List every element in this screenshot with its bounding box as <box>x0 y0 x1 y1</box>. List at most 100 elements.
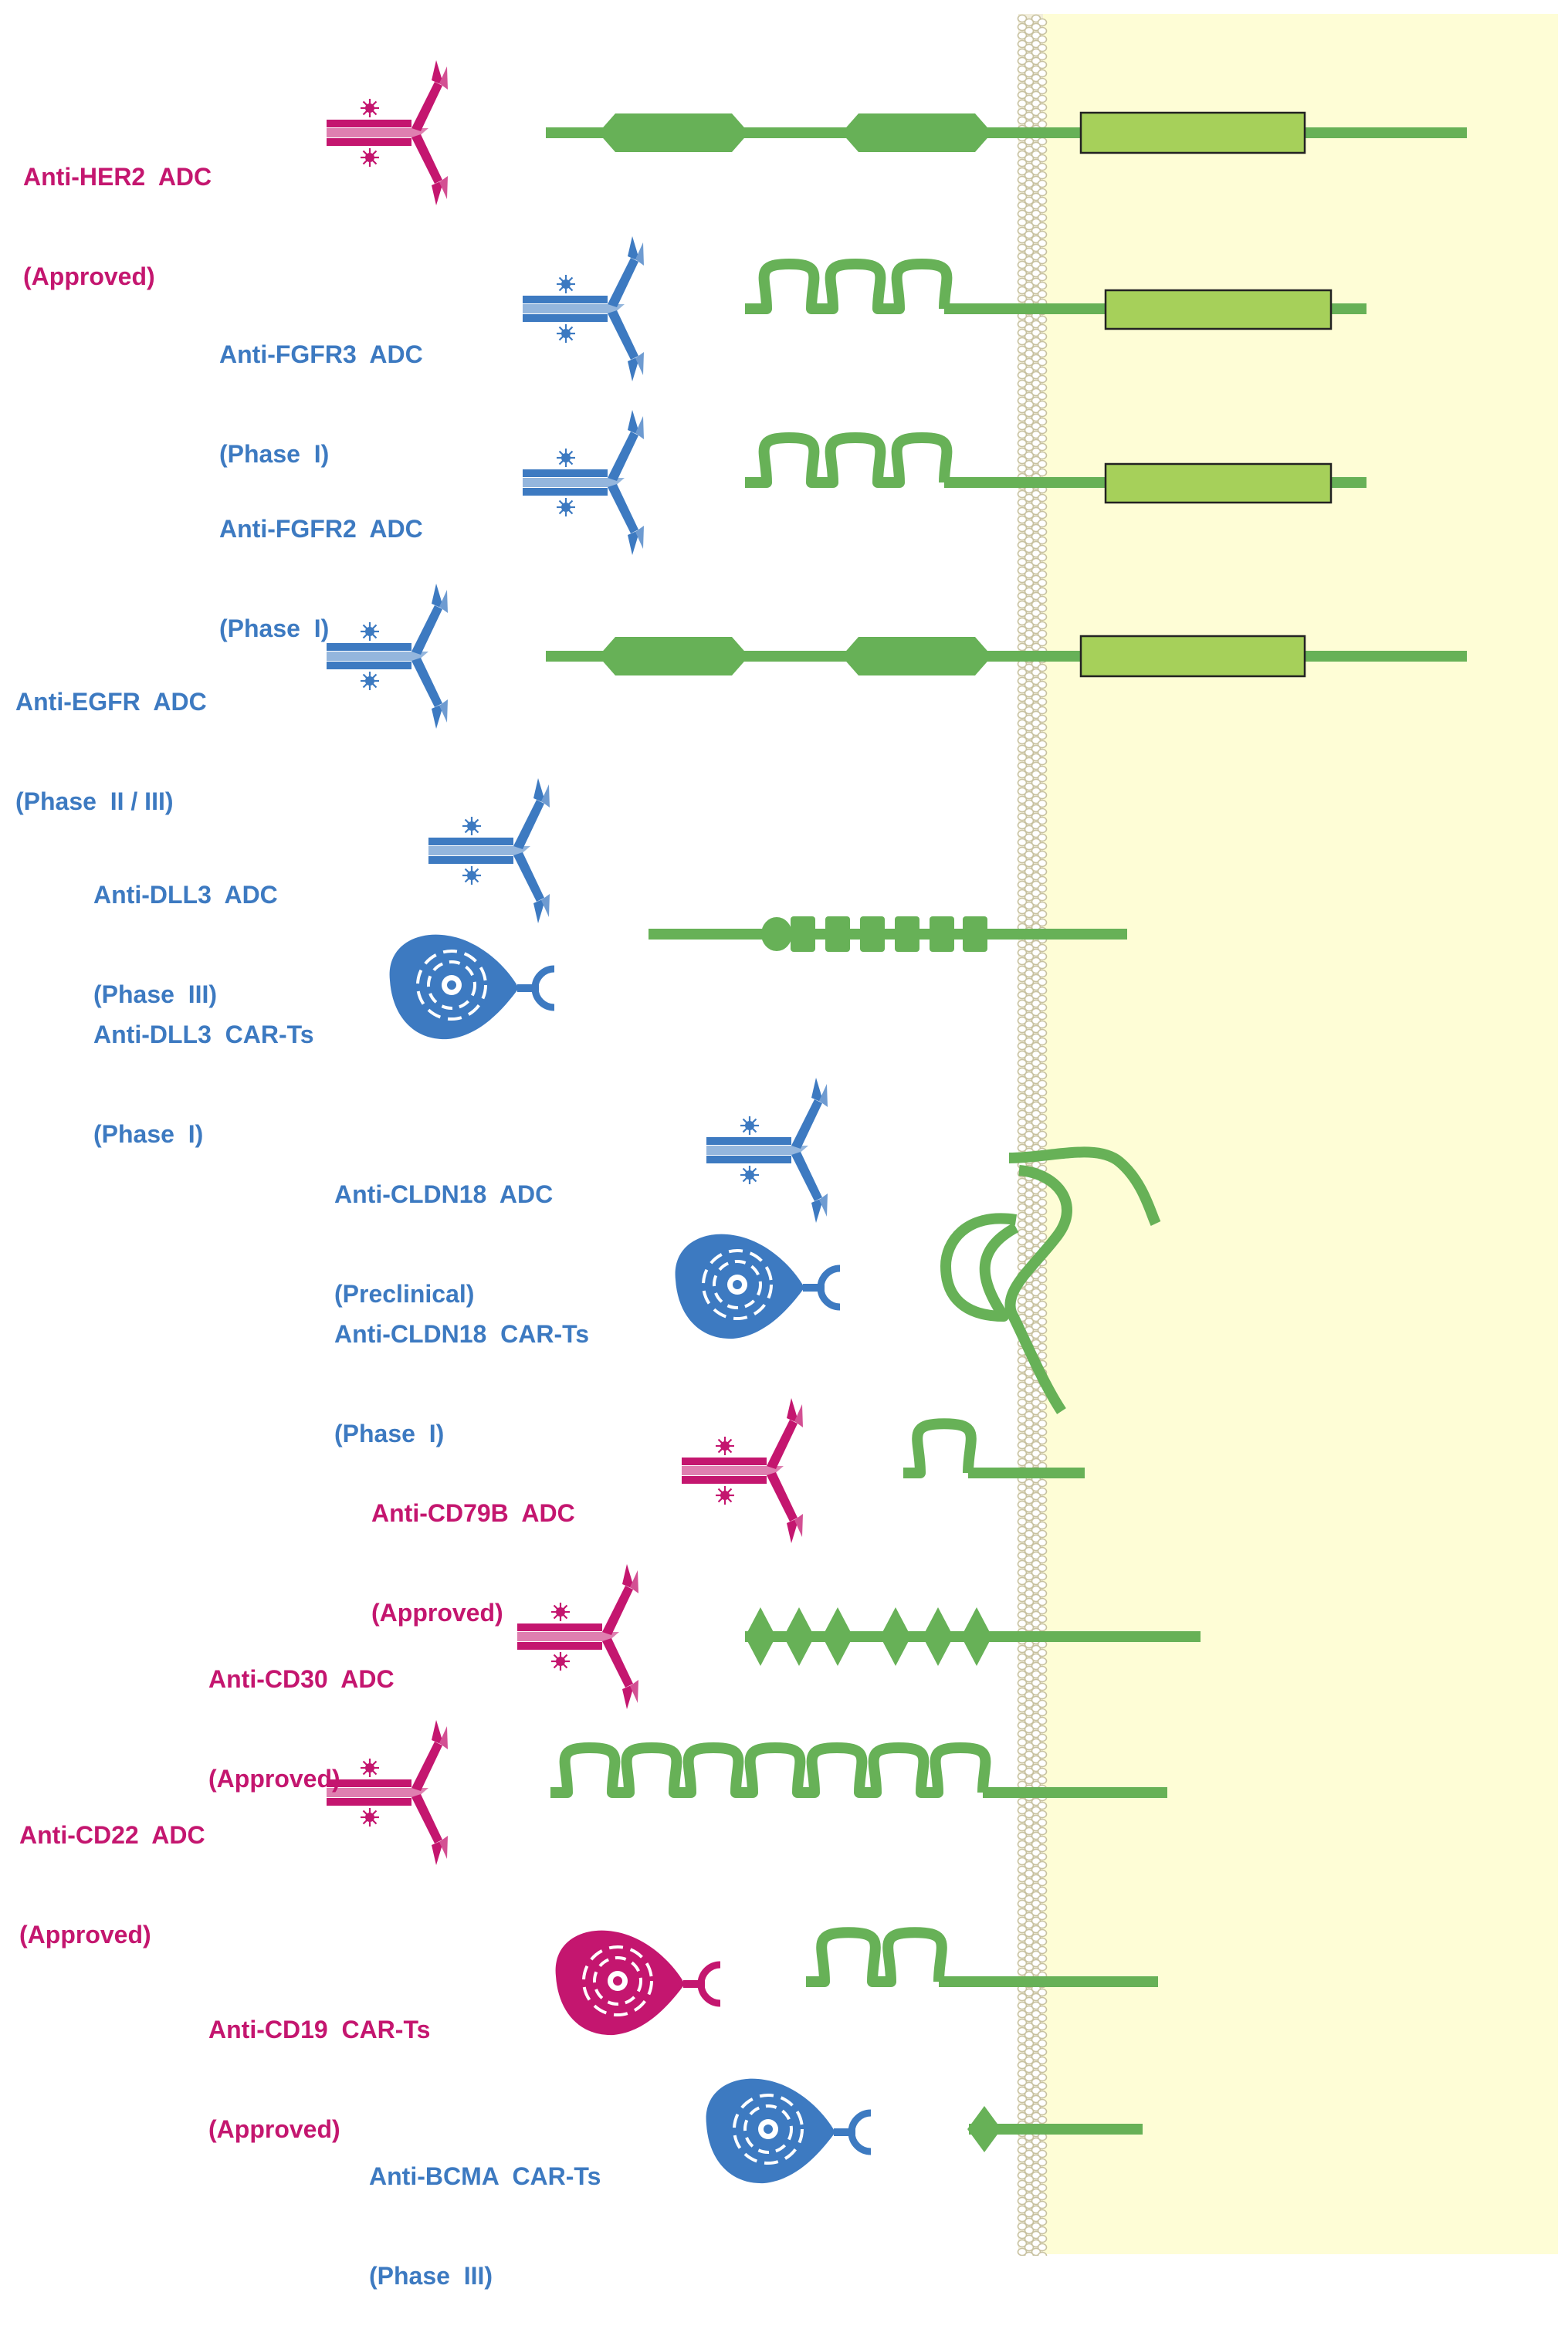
lipid-head <box>1017 1245 1028 1254</box>
lipid-head <box>1024 111 1035 120</box>
payload-ray <box>562 1613 568 1620</box>
therapy-stage: (Approved) <box>19 1921 151 1948</box>
lipid-head <box>1037 612 1048 621</box>
lipid-head <box>1017 260 1028 269</box>
payload-ray <box>567 450 574 456</box>
lipid-head <box>1024 2056 1035 2065</box>
antigen-egfr <box>546 635 1467 678</box>
payload-star <box>745 1170 754 1180</box>
lipid-head <box>1017 1823 1028 1832</box>
lipid-head <box>1024 1580 1035 1590</box>
lipid-head <box>1037 247 1048 256</box>
lipid-head <box>1037 1597 1048 1607</box>
lipid-head <box>1024 502 1035 511</box>
lipid-head <box>1037 332 1048 341</box>
lipid-head <box>1037 570 1048 579</box>
antibody-hinge <box>767 1466 784 1475</box>
car-t-nucleus-ring <box>427 960 476 1010</box>
lipid-head <box>1037 850 1048 859</box>
lipid-head <box>1017 761 1028 770</box>
antibody-fab-arm <box>411 658 442 707</box>
lipid-head <box>1037 1614 1048 1623</box>
lipid-head <box>1037 213 1048 222</box>
therapy-name: Anti-FGFR3 ADC <box>219 340 423 368</box>
payload-star <box>467 871 476 880</box>
antibody-heavy-chain <box>517 1642 602 1650</box>
lipid-head <box>1037 357 1048 367</box>
lipid-head <box>1017 1109 1028 1119</box>
lipid-head <box>1017 608 1028 618</box>
lipid-head <box>1037 587 1048 596</box>
payload-ray <box>567 499 574 506</box>
lipid-head <box>1024 1122 1035 1131</box>
therapy-stage: (Phase I) <box>219 440 330 468</box>
lipid-head <box>1024 1699 1035 1708</box>
lipid-head <box>1017 1390 1028 1399</box>
lipid-head <box>1017 685 1028 694</box>
lipid-head <box>1017 1891 1028 1900</box>
lipid-head <box>1017 1916 1028 1925</box>
lipid-head <box>1037 1674 1048 1683</box>
lipid-head <box>1037 1920 1048 1929</box>
lipid-head <box>1024 757 1035 766</box>
adc-anti-egfr <box>327 584 448 729</box>
lipid-head <box>1017 872 1028 881</box>
lipid-head <box>1017 1364 1028 1373</box>
lipid-head <box>1017 1585 1028 1594</box>
lipid-head <box>1037 103 1048 112</box>
lipid-head <box>1037 892 1048 902</box>
lipid-head <box>1024 1572 1035 1581</box>
lipid-head <box>1024 1419 1035 1428</box>
payload-ray <box>751 1118 757 1124</box>
lipid-head <box>1017 73 1028 83</box>
lipid-head <box>1024 43 1035 52</box>
lipid-head <box>1017 252 1028 261</box>
lipid-head <box>1024 1750 1035 1759</box>
lipid-head <box>1037 2200 1048 2209</box>
antigen-fgfr3 <box>745 259 1366 330</box>
extracellular-domain <box>842 637 992 675</box>
lipid-head <box>1037 663 1048 672</box>
lipid-head <box>1017 1075 1028 1085</box>
lipid-head <box>1017 1441 1028 1450</box>
lipid-head <box>1037 1207 1048 1216</box>
lipid-head <box>1017 396 1028 405</box>
lipid-head <box>1017 14 1028 23</box>
lipid-head <box>1024 1504 1035 1513</box>
lipid-head <box>1017 1942 1028 1951</box>
lipid-head <box>1024 1962 1035 1972</box>
lipid-head <box>1037 171 1048 180</box>
lipid-head <box>1017 2111 1028 2121</box>
lipid-head <box>1017 990 1028 1000</box>
lipid-head <box>1017 889 1028 898</box>
antibody-fab-arm <box>608 310 638 360</box>
lipid-head <box>1024 1487 1035 1496</box>
lipid-head <box>1017 1653 1028 1662</box>
payload-star <box>561 329 571 338</box>
lipid-head <box>1017 1746 1028 1756</box>
lipid-head <box>1017 1959 1028 1968</box>
lipid-head <box>1037 714 1048 723</box>
car-t-nucleus-ring <box>593 1956 642 2006</box>
lipid-head <box>1024 247 1035 256</box>
lipid-head <box>1037 960 1048 970</box>
lipid-head <box>1024 1190 1035 1199</box>
lipid-head <box>1037 1062 1048 1072</box>
lipid-head <box>1017 1237 1028 1246</box>
lipid-head <box>1017 277 1028 286</box>
lipid-head <box>1037 408 1048 418</box>
payload-ray <box>553 1654 559 1660</box>
lipid-head <box>1037 400 1048 409</box>
lipid-head <box>1024 833 1035 842</box>
lipid-head <box>1037 502 1048 511</box>
lipid-head <box>1024 1249 1035 1258</box>
lipid-head <box>1024 2047 1035 2057</box>
antibody-fab-tip <box>541 894 550 917</box>
lipid-head <box>1037 1487 1048 1496</box>
payload-star <box>561 279 571 289</box>
label-anti-cldn18-adc: Anti-CLDN18 ADC (Preclinical) <box>334 1112 553 1344</box>
lipid-head <box>1024 1385 1035 1394</box>
antibody-heavy-chain <box>327 138 411 146</box>
lipid-head <box>1017 1228 1028 1237</box>
lipid-head <box>1024 1139 1035 1148</box>
